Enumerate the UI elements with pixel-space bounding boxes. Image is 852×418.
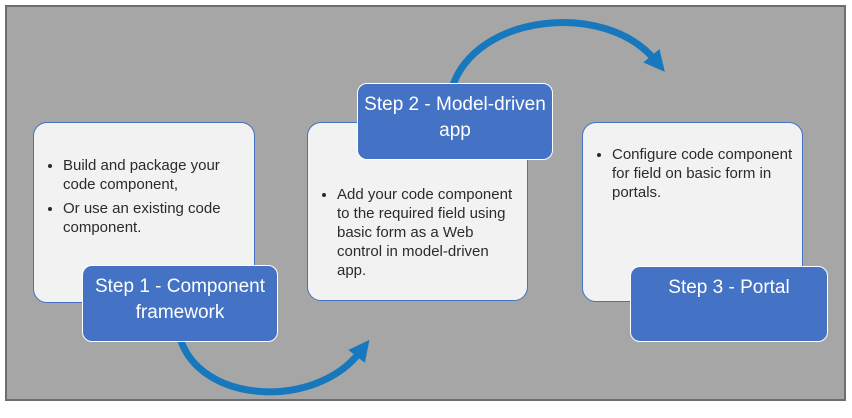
step1-bullet: Or use an existing code component. bbox=[63, 199, 248, 237]
step3-label: Step 3 - Portal bbox=[630, 266, 828, 342]
step3-bullet-list: Configure code component for field on ba… bbox=[583, 145, 802, 202]
step2-bullet: Add your code component to the required … bbox=[337, 185, 521, 280]
step1-label: Step 1 - Component framework bbox=[82, 265, 278, 342]
step1-bullet-list: Build and package your code component, O… bbox=[34, 156, 254, 237]
step1-bullet: Build and package your code component, bbox=[63, 156, 248, 194]
step2-label: Step 2 - Model-driven app bbox=[357, 83, 553, 160]
step3-bullet: Configure code component for field on ba… bbox=[612, 145, 796, 202]
step2-bullet-list: Add your code component to the required … bbox=[308, 185, 527, 280]
